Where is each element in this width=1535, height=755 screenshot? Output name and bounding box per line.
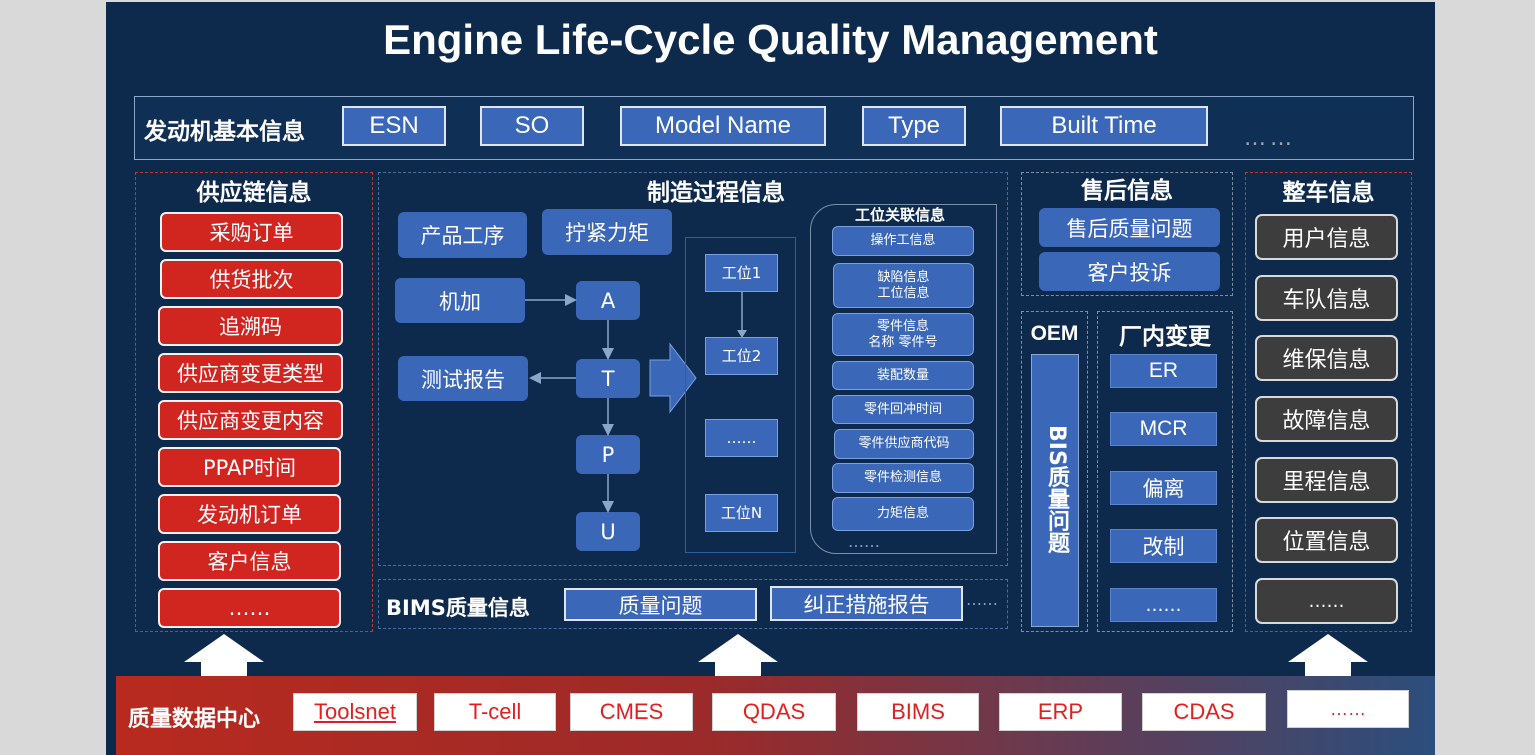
station-related-item: 零件供应商代码 [834, 429, 974, 459]
aftersales-item: 售后质量问题 [1039, 208, 1220, 247]
station-item: 工位1 [705, 254, 778, 292]
oem-bar: BIS质量问题 [1031, 354, 1079, 627]
station-item: 工位N [705, 494, 778, 532]
oem-frame [1021, 311, 1088, 632]
station-related-title: 工位关联信息 [854, 205, 945, 224]
aftersales-title: 售后信息 [1081, 178, 1173, 204]
vehicle-title: 整车信息 [1282, 180, 1375, 206]
station-related-item: 缺陷信息 工位信息 [833, 263, 974, 308]
station-item: …… [705, 419, 778, 457]
station-related-more: …… [848, 532, 880, 551]
plant-change-item: ER [1110, 354, 1217, 388]
supply-item: 发动机订单 [158, 494, 341, 534]
bims-item-corrective-report: 纠正措施报告 [770, 586, 963, 621]
page-title: Engine Life-Cycle Quality Management [383, 16, 1158, 63]
basic-info-so: SO [480, 106, 584, 146]
bims-item-quality-issue: 质量问题 [564, 588, 757, 621]
slide: Engine Life-Cycle Quality Management 发动机… [106, 2, 1435, 755]
flow-connectors [525, 294, 697, 513]
station-related-item: 操作工信息 [832, 226, 974, 256]
vehicle-item: 故障信息 [1255, 396, 1398, 442]
supply-item: 供应商变更类型 [158, 353, 343, 393]
up-arrow-stem [201, 661, 247, 677]
vehicle-item: …… [1255, 578, 1398, 624]
oem-bar-label: BIS质量问题 [1044, 425, 1069, 554]
station-related-item: 零件信息 名称 零件号 [832, 313, 974, 356]
manufacturing-frame [378, 172, 1008, 566]
vehicle-item: 用户信息 [1255, 214, 1398, 260]
plant-change-title: 厂内变更 [1119, 324, 1211, 350]
basic-info-esn: ESN [342, 106, 446, 146]
supply-chain-frame [135, 172, 373, 632]
aftersales-frame [1021, 172, 1233, 296]
supply-item: 采购订单 [160, 212, 343, 252]
supply-item: PPAP时间 [158, 447, 341, 487]
plant-change-item: …… [1110, 588, 1217, 622]
up-arrow-stem [1305, 661, 1351, 677]
up-arrow-icon [698, 634, 778, 662]
station-related-item: 力矩信息 [832, 497, 974, 531]
plant-change-frame [1097, 311, 1233, 632]
vehicle-item: 里程信息 [1255, 457, 1398, 503]
source-bims: BIMS [857, 693, 979, 731]
plant-change-item: 偏离 [1110, 471, 1217, 505]
source-more: …… [1287, 690, 1409, 728]
station-column [685, 237, 796, 553]
vehicle-item: 维保信息 [1255, 335, 1398, 381]
source-cdas: CDAS [1142, 693, 1266, 731]
product-process-box: 产品工序 [398, 212, 527, 258]
source-qdas: QDAS [712, 693, 836, 731]
vehicle-item: 车队信息 [1255, 275, 1398, 321]
manufacturing-title: 制造过程信息 [647, 180, 785, 206]
supply-chain-title: 供应链信息 [196, 180, 312, 206]
station-item: 工位2 [705, 337, 778, 375]
station-related-item: 零件检测信息 [832, 463, 974, 493]
supply-item: 供货批次 [160, 259, 343, 299]
supply-item: …… [158, 588, 341, 628]
station-related-item: 装配数量 [832, 361, 974, 390]
up-arrow-icon [184, 634, 264, 662]
plant-change-item: MCR [1110, 412, 1217, 446]
vehicle-item: 位置信息 [1255, 517, 1398, 563]
supply-item: 追溯码 [158, 306, 343, 346]
supply-item: 客户信息 [158, 541, 341, 581]
source-erp: ERP [999, 693, 1122, 731]
machining-box: 机加 [395, 278, 525, 323]
vehicle-frame [1245, 172, 1412, 632]
supply-item: 供应商变更内容 [158, 400, 343, 440]
up-arrow-stem [715, 661, 761, 677]
plant-change-item: 改制 [1110, 529, 1217, 563]
bims-label: BIMS质量信息 [386, 596, 530, 620]
source-cmes: CMES [570, 693, 693, 731]
station-related-frame [810, 204, 997, 554]
station-connector [737, 292, 747, 338]
aftersales-item: 客户投诉 [1039, 252, 1220, 291]
basic-info-built-time: Built Time [1000, 106, 1208, 146]
bims-more: …… [966, 590, 998, 609]
data-center-label: 质量数据中心 [128, 707, 261, 732]
source-toolsnet: Toolsnet [293, 693, 417, 731]
bims-frame [378, 579, 1008, 629]
step-t: T [576, 359, 640, 398]
torque-box: 拧紧力矩 [542, 209, 672, 255]
test-report-box: 测试报告 [398, 356, 528, 401]
station-related-item: 零件回冲时间 [832, 395, 974, 424]
step-a: A [576, 281, 640, 320]
step-p: P [576, 435, 640, 474]
step-u: U [576, 512, 640, 551]
basic-info-label: 发动机基本信息 [144, 119, 305, 145]
up-arrow-icon [1288, 634, 1368, 662]
oem-title: OEM [1030, 322, 1079, 345]
source-tcell: T-cell [434, 693, 556, 731]
basic-info-more: …… [1244, 126, 1296, 151]
basic-info-type: Type [862, 106, 966, 146]
basic-info-model-name: Model Name [620, 106, 826, 146]
